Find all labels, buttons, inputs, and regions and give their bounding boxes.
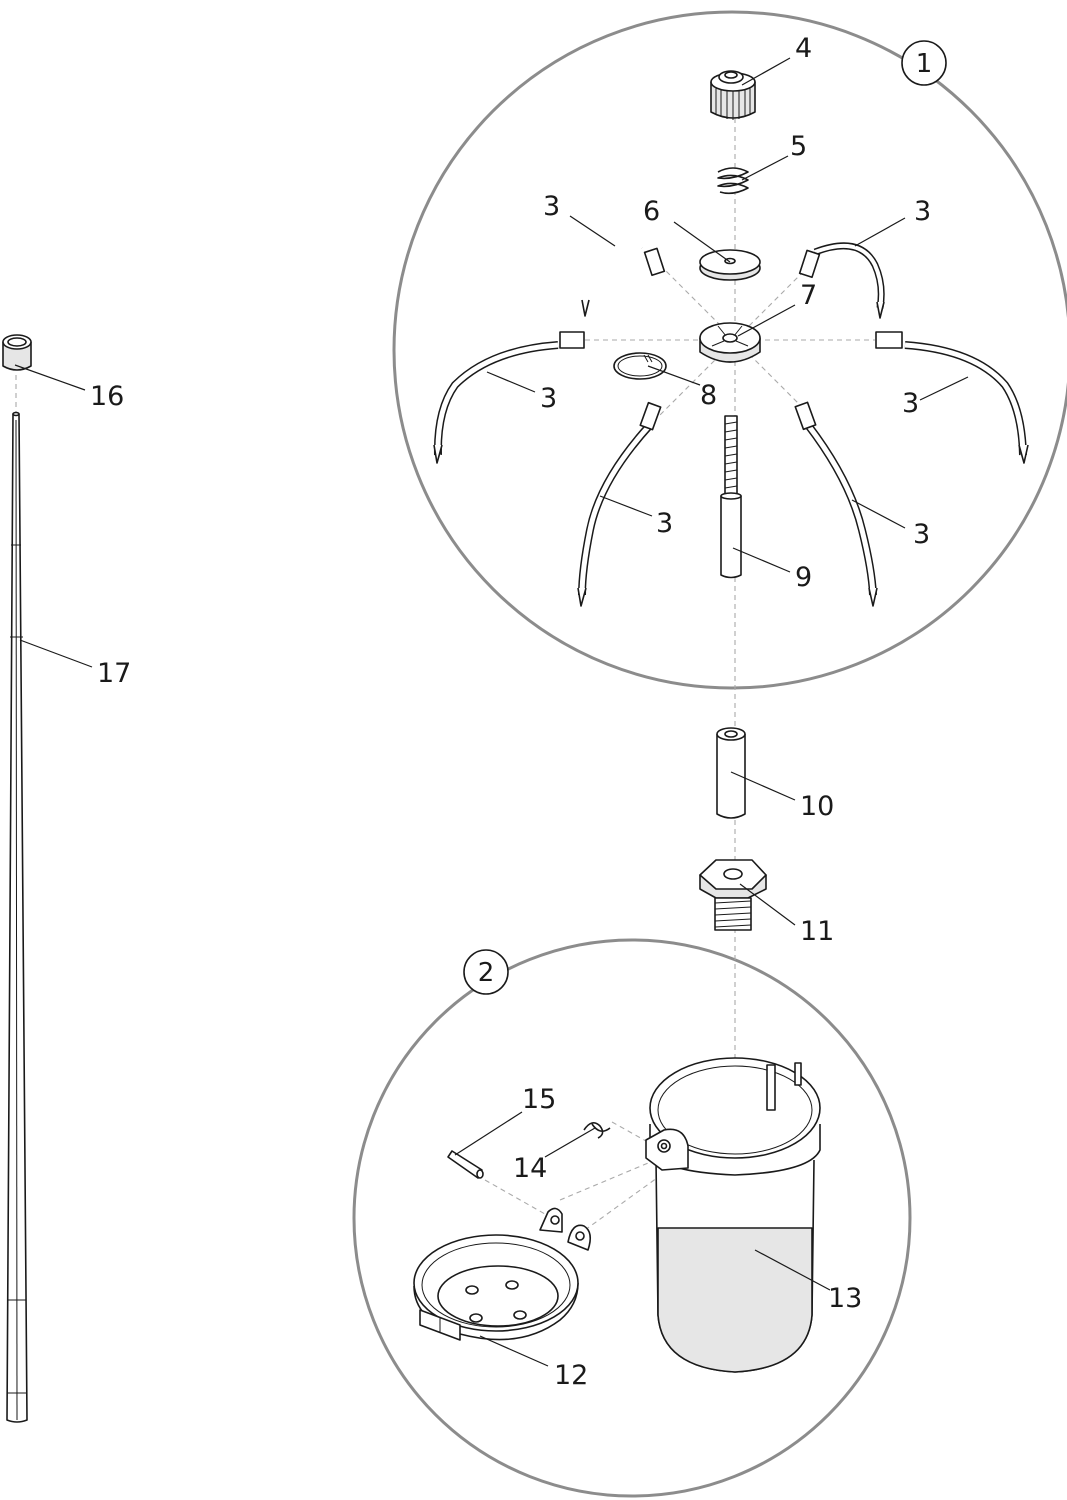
part-3-hook-lower-right xyxy=(794,401,878,607)
group-1-badge: 1 xyxy=(901,40,947,86)
callout-9: 9 xyxy=(795,562,812,593)
group-2-number: 2 xyxy=(478,958,495,988)
part-3-hook-mid-right xyxy=(875,331,1029,464)
group-2-outline xyxy=(352,938,912,1498)
part-13-housing xyxy=(645,1057,821,1373)
leader-lines xyxy=(14,57,969,1367)
callout-4: 4 xyxy=(795,33,812,64)
part-3-hook-lower-left xyxy=(577,401,662,607)
callout-3-lower-left: 3 xyxy=(656,508,673,539)
callout-13: 13 xyxy=(828,1283,862,1314)
part-3-hook-upper-right xyxy=(798,242,885,319)
callout-11: 11 xyxy=(800,916,834,947)
callout-5: 5 xyxy=(790,131,807,162)
callout-16: 16 xyxy=(90,381,124,412)
callout-12: 12 xyxy=(554,1360,588,1391)
callout-3-lower-right: 3 xyxy=(913,519,930,550)
callout-3-mid-left: 3 xyxy=(540,383,557,414)
callout-6: 6 xyxy=(643,196,660,227)
part-3-hook-mid-left xyxy=(433,331,585,464)
part-14-clip xyxy=(583,1122,611,1139)
part-6-washer xyxy=(699,249,761,281)
part-7-hub xyxy=(699,322,761,363)
part-5-spring xyxy=(717,167,749,195)
callout-10: 10 xyxy=(800,791,834,822)
part-3-hook-upper-left xyxy=(581,241,666,317)
group-2-badge: 2 xyxy=(463,949,509,995)
group-1-outline xyxy=(392,10,1067,690)
callout-3-mid-right: 3 xyxy=(902,388,919,419)
callout-3-upper-right: 3 xyxy=(914,196,931,227)
part-10-tube xyxy=(716,727,746,819)
callout-7: 7 xyxy=(800,280,817,311)
part-17-pole xyxy=(6,411,28,1423)
callout-8: 8 xyxy=(700,380,717,411)
group-1-number: 1 xyxy=(916,49,933,79)
callout-3-upper-left: 3 xyxy=(543,191,560,222)
part-9-threaded-rod xyxy=(720,415,742,579)
callout-14: 14 xyxy=(513,1153,547,1184)
part-11-hex-bolt xyxy=(699,859,767,931)
part-8-retaining-ring xyxy=(613,352,667,380)
part-4-knurled-cap xyxy=(710,70,756,120)
part-16-ferrule xyxy=(2,334,32,371)
part-12-base-cup xyxy=(413,1207,592,1341)
callout-17: 17 xyxy=(97,658,131,689)
callout-15: 15 xyxy=(522,1084,556,1115)
part-15-pin xyxy=(447,1150,484,1179)
